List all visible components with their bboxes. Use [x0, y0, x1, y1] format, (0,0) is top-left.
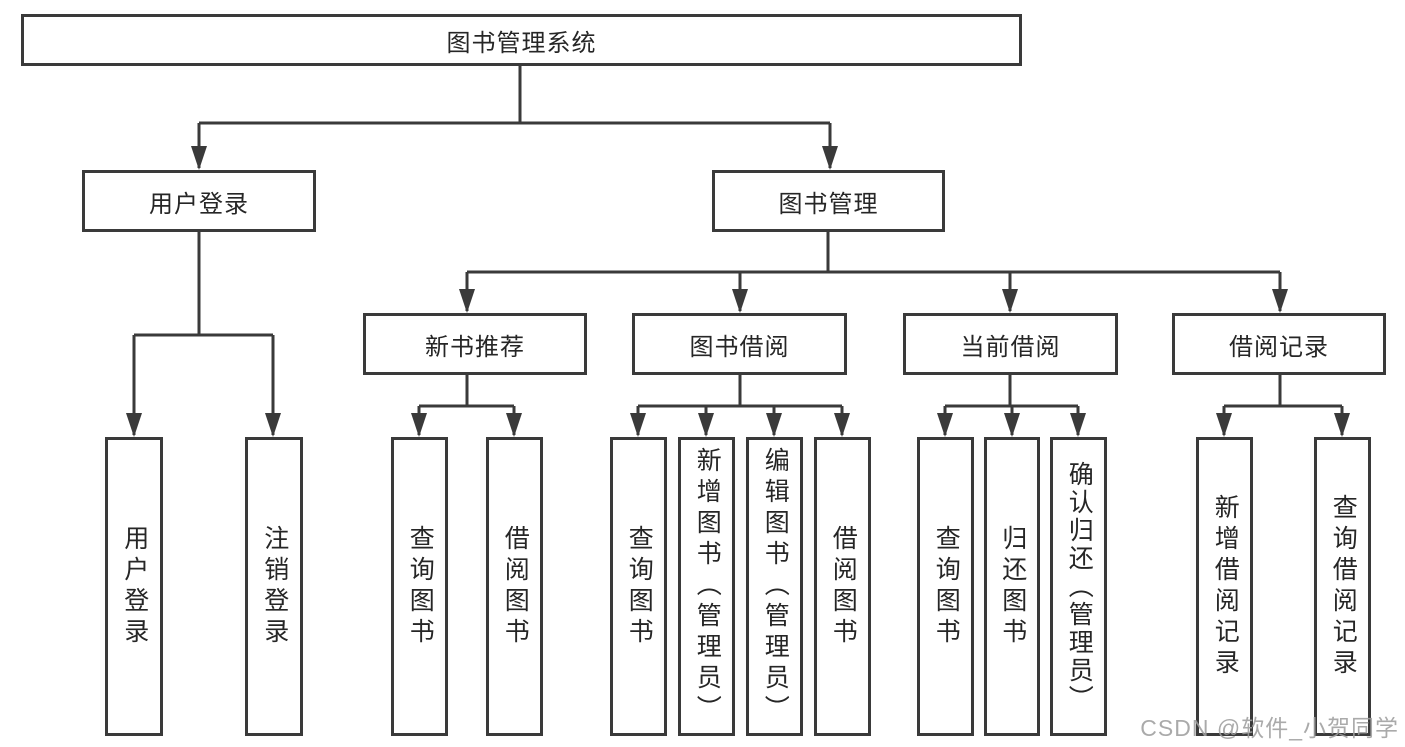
leaf-logout: 注销登录 — [245, 437, 303, 736]
leaf-add-books-admin-label: 新增图书（管理员） — [693, 447, 722, 726]
leaf-borrow-books-2: 借阅图书 — [814, 437, 871, 736]
leaf-user-login-label: 用户登录 — [120, 524, 149, 649]
leaf-query-books-3: 查询图书 — [917, 437, 974, 736]
leaf-confirm-return-admin: 确认归还（管理员） — [1050, 437, 1107, 736]
node-current-borrow-label: 当前借阅 — [960, 333, 1061, 361]
node-user-login-label: 用户登录 — [149, 190, 249, 218]
leaf-logout-label: 注销登录 — [260, 524, 289, 649]
leaf-confirm-return-admin-label: 确认归还（管理员） — [1065, 460, 1094, 713]
node-current-borrow: 当前借阅 — [903, 313, 1118, 375]
leaf-query-books-2: 查询图书 — [610, 437, 667, 736]
leaf-return-books-label: 归还图书 — [998, 524, 1027, 649]
leaf-add-books-admin: 新增图书（管理员） — [678, 437, 735, 736]
leaf-query-books-1-label: 查询图书 — [406, 524, 435, 649]
node-borrow-record-label: 借阅记录 — [1229, 333, 1329, 361]
node-book-management-label: 图书管理 — [778, 190, 879, 218]
node-new-book-recommend: 新书推荐 — [363, 313, 587, 375]
node-book-borrow: 图书借阅 — [632, 313, 847, 375]
leaf-query-books-1: 查询图书 — [391, 437, 448, 736]
leaf-borrow-books-1-label: 借阅图书 — [501, 524, 530, 649]
leaf-borrow-books-2-label: 借阅图书 — [829, 524, 858, 649]
leaf-edit-books-admin-label: 编辑图书（管理员） — [761, 447, 790, 726]
node-book-borrow-label: 图书借阅 — [689, 333, 790, 361]
node-borrow-record: 借阅记录 — [1172, 313, 1386, 375]
leaf-add-borrow-record: 新增借阅记录 — [1196, 437, 1253, 736]
leaf-query-books-3-label: 查询图书 — [932, 524, 961, 649]
leaf-query-borrow-record-label: 查询借阅记录 — [1329, 493, 1358, 680]
leaf-add-borrow-record-label: 新增借阅记录 — [1211, 493, 1240, 680]
leaf-return-books: 归还图书 — [984, 437, 1040, 736]
node-user-login: 用户登录 — [82, 170, 316, 232]
node-new-book-recommend-label: 新书推荐 — [425, 333, 525, 361]
leaf-query-books-2-label: 查询图书 — [625, 524, 654, 649]
node-book-management: 图书管理 — [712, 170, 945, 232]
leaf-edit-books-admin: 编辑图书（管理员） — [746, 437, 803, 736]
leaf-borrow-books-1: 借阅图书 — [486, 437, 543, 736]
node-root: 图书管理系统 — [21, 14, 1022, 66]
watermark-text: CSDN @软件_小贺同学 — [1140, 715, 1399, 741]
leaf-query-borrow-record: 查询借阅记录 — [1314, 437, 1371, 736]
leaf-user-login: 用户登录 — [105, 437, 163, 736]
arrowhead-icons — [126, 146, 1350, 437]
node-root-label: 图书管理系统 — [446, 29, 597, 57]
